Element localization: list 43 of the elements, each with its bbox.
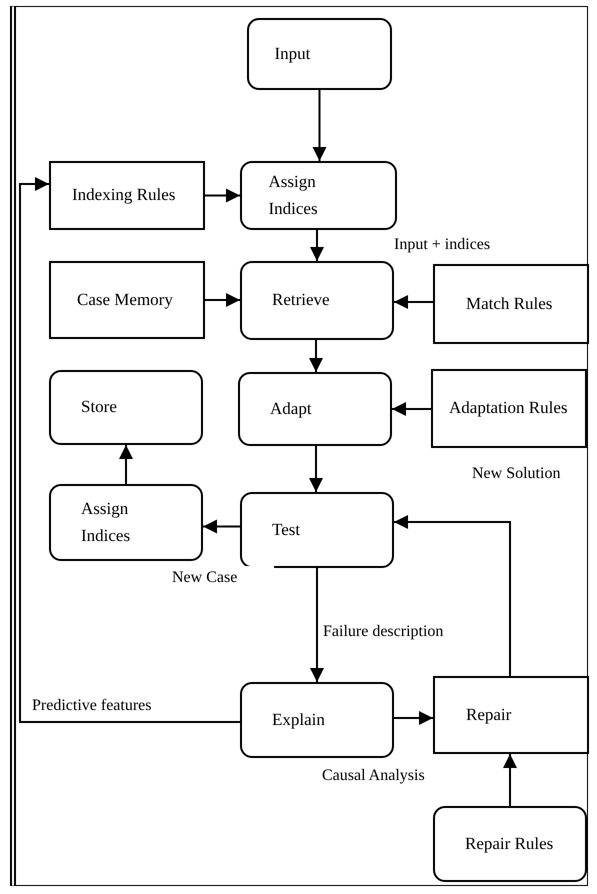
node-label: Match Rules xyxy=(466,292,554,315)
arrow xyxy=(394,295,433,309)
arrow xyxy=(205,293,240,307)
process-box xyxy=(433,676,589,754)
arrow xyxy=(309,340,323,372)
arrow xyxy=(394,711,433,725)
rounded-process-box xyxy=(49,484,203,561)
rounded-process-box xyxy=(433,806,587,882)
node-label: Store xyxy=(81,396,118,418)
arrow xyxy=(19,177,240,723)
arrow xyxy=(392,402,431,416)
node-label: Retrieve xyxy=(272,289,331,312)
node-label: Adaptation Rules xyxy=(449,397,569,420)
node-label: Input xyxy=(274,42,312,65)
rounded-process-box xyxy=(240,492,394,568)
arrow xyxy=(205,188,240,202)
rounded-process-box xyxy=(238,372,392,446)
rounded-process-box xyxy=(240,261,394,340)
arrow xyxy=(310,230,324,261)
arrow xyxy=(119,445,133,484)
rounded-process-box xyxy=(49,370,203,445)
node-label: Test xyxy=(272,518,302,541)
process-box xyxy=(49,161,205,230)
node-label: Repair xyxy=(466,704,512,726)
arrow xyxy=(203,520,240,534)
node-label: Explain xyxy=(272,708,326,731)
node-label: Case Memory xyxy=(77,288,174,311)
process-box xyxy=(431,369,587,448)
rounded-process-box xyxy=(240,682,394,758)
node-label: Assign Indices xyxy=(268,171,319,220)
node-label: Assign Indices xyxy=(81,498,132,546)
arrow xyxy=(309,446,323,492)
node-label: Repair Rules xyxy=(465,832,554,855)
arrow xyxy=(310,568,324,682)
process-box xyxy=(49,261,205,339)
arrow xyxy=(503,754,517,806)
rounded-process-box xyxy=(240,161,397,230)
rounded-process-box xyxy=(247,18,392,90)
arrow xyxy=(312,90,326,161)
node-label: Indexing Rules xyxy=(72,184,176,206)
node-label: Adapt xyxy=(270,398,313,420)
process-box xyxy=(433,264,589,344)
arrow xyxy=(394,515,511,676)
